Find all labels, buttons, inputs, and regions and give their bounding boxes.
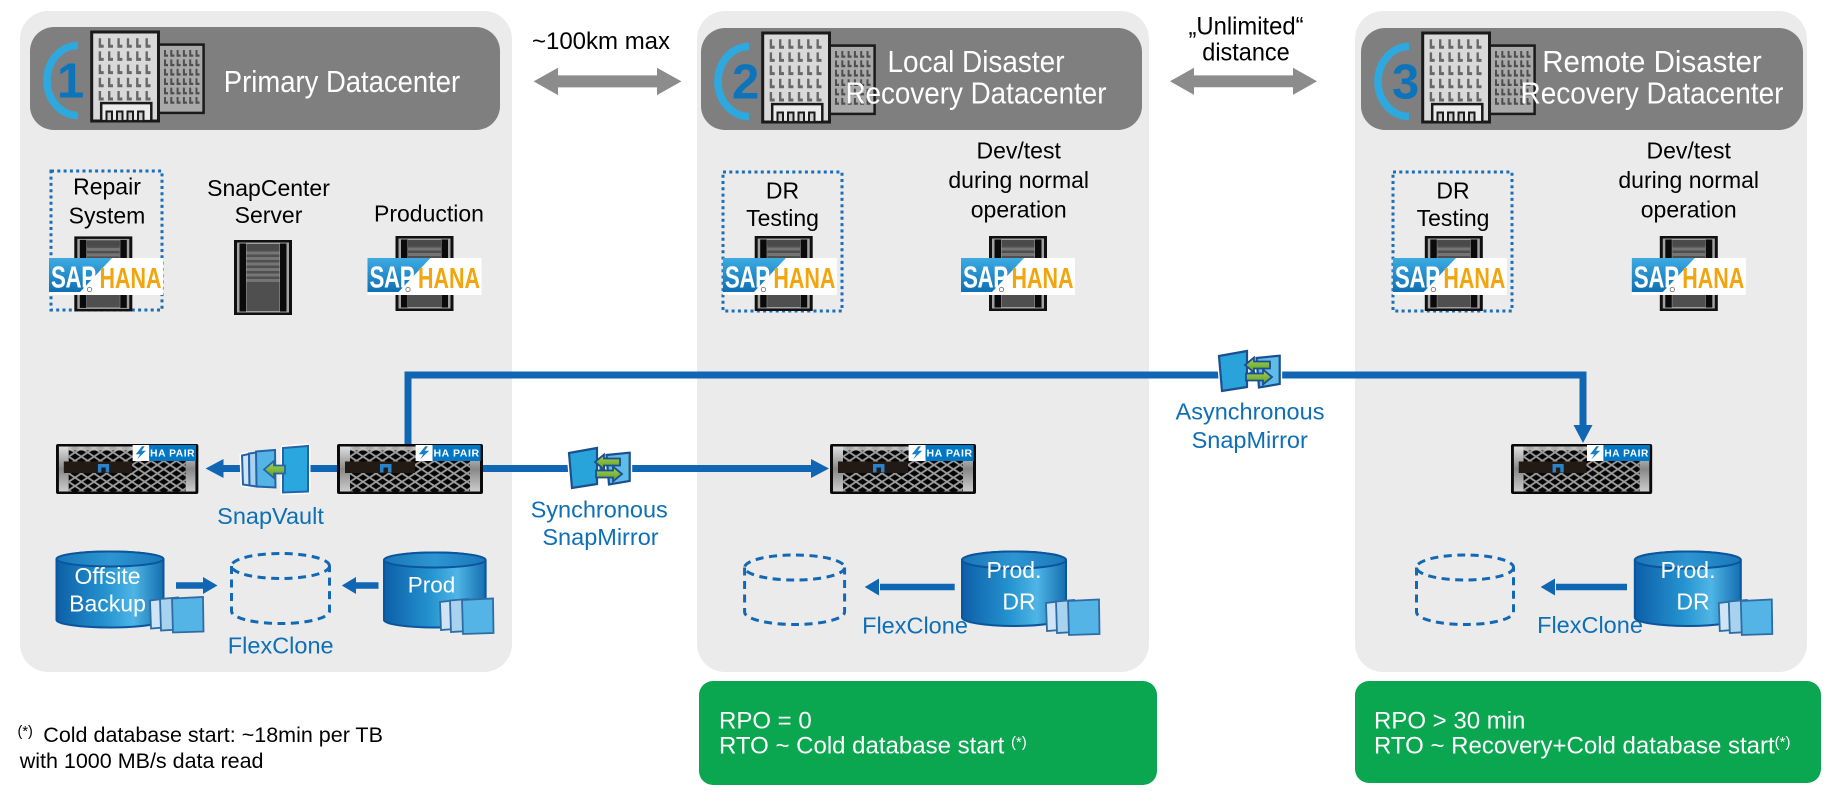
svg-text:3: 3 bbox=[1392, 56, 1419, 110]
svg-text:FlexClone: FlexClone bbox=[1537, 612, 1643, 638]
svg-text:Prod.: Prod. bbox=[1661, 557, 1716, 583]
svg-text:~100km max: ~100km max bbox=[532, 28, 670, 55]
svg-text:Synchronous: Synchronous bbox=[531, 497, 668, 523]
svg-text:Recovery Datacenter: Recovery Datacenter bbox=[1521, 76, 1784, 111]
svg-text:SnapVault: SnapVault bbox=[217, 503, 324, 529]
svg-text:Primary Datacenter: Primary Datacenter bbox=[224, 64, 460, 99]
svg-text:RTO ~ Recovery+Cold database s: RTO ~ Recovery+Cold database start(*) bbox=[1374, 733, 1790, 760]
svg-text:Asynchronous: Asynchronous bbox=[1176, 399, 1325, 425]
svg-text:(*): (*) bbox=[18, 724, 33, 740]
svg-text:2: 2 bbox=[732, 56, 759, 110]
svg-text:Prod: Prod bbox=[408, 573, 456, 598]
svg-text:Dev/test: Dev/test bbox=[977, 137, 1062, 163]
svg-text:SnapMirror: SnapMirror bbox=[542, 524, 658, 550]
svg-text:Server: Server bbox=[235, 202, 303, 228]
svg-text:DR: DR bbox=[1002, 589, 1035, 615]
svg-text:during normal: during normal bbox=[1618, 167, 1759, 193]
svg-text:Local Disaster: Local Disaster bbox=[888, 44, 1065, 79]
svg-text:distance: distance bbox=[1202, 38, 1290, 66]
svg-text:SnapCenter: SnapCenter bbox=[207, 175, 330, 201]
svg-text:„Unlimited“: „Unlimited“ bbox=[1189, 13, 1304, 41]
svg-text:Testing: Testing bbox=[1417, 205, 1490, 231]
svg-text:operation: operation bbox=[971, 197, 1067, 223]
svg-text:FlexClone: FlexClone bbox=[862, 613, 968, 639]
svg-text:during normal: during normal bbox=[948, 167, 1089, 193]
svg-text:Offsite: Offsite bbox=[74, 563, 140, 589]
svg-text:1: 1 bbox=[57, 55, 84, 109]
svg-text:Backup: Backup bbox=[69, 591, 146, 617]
svg-text:Cold database start: ~18min pe: Cold database start: ~18min per TB bbox=[43, 723, 383, 747]
svg-text:System: System bbox=[69, 203, 146, 229]
svg-text:FlexClone: FlexClone bbox=[228, 633, 334, 659]
svg-text:Production: Production bbox=[374, 201, 484, 227]
svg-text:RPO = 0: RPO = 0 bbox=[719, 707, 812, 734]
svg-text:DR: DR bbox=[1436, 177, 1469, 203]
svg-text:DR: DR bbox=[766, 177, 799, 203]
svg-text:Recovery Datacenter: Recovery Datacenter bbox=[846, 76, 1107, 111]
svg-text:with 1000 MB/s data read: with 1000 MB/s data read bbox=[19, 749, 264, 773]
svg-text:RPO > 30 min: RPO > 30 min bbox=[1374, 707, 1525, 734]
svg-text:Testing: Testing bbox=[746, 205, 819, 231]
svg-text:DR: DR bbox=[1676, 589, 1709, 615]
svg-text:Repair: Repair bbox=[73, 174, 141, 200]
svg-text:SnapMirror: SnapMirror bbox=[1192, 427, 1308, 453]
svg-text:Prod.: Prod. bbox=[987, 557, 1042, 583]
svg-text:operation: operation bbox=[1641, 197, 1737, 223]
svg-text:Remote Disaster: Remote Disaster bbox=[1542, 44, 1762, 79]
svg-text:RTO ~ Cold database start (*): RTO ~ Cold database start (*) bbox=[719, 733, 1027, 760]
svg-text:Dev/test: Dev/test bbox=[1647, 137, 1732, 163]
